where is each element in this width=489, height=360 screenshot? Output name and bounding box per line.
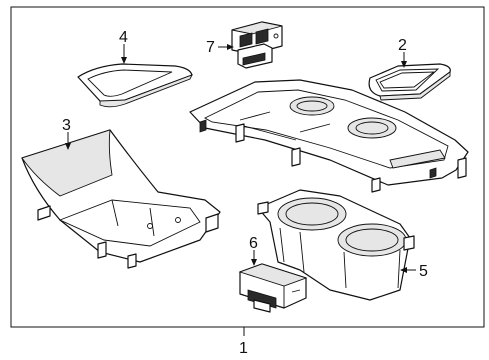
console-trim-plate [189,79,469,193]
console-panel-liner [21,129,221,269]
cupholder-insert [257,189,415,301]
callout-1: 1 [239,340,248,357]
callout-5: 5 [419,263,428,280]
diagram-frame [10,6,485,328]
storage-mat-right [368,63,451,101]
switch-assembly [231,21,283,69]
storage-mat-left [77,63,193,108]
callout-4: 4 [119,29,128,46]
callout-6: 6 [249,235,258,252]
callout-3: 3 [62,117,71,134]
switch-module [238,263,308,313]
callout-2: 2 [398,37,407,54]
callout-7: 7 [206,39,215,56]
leader-lines [65,44,416,336]
